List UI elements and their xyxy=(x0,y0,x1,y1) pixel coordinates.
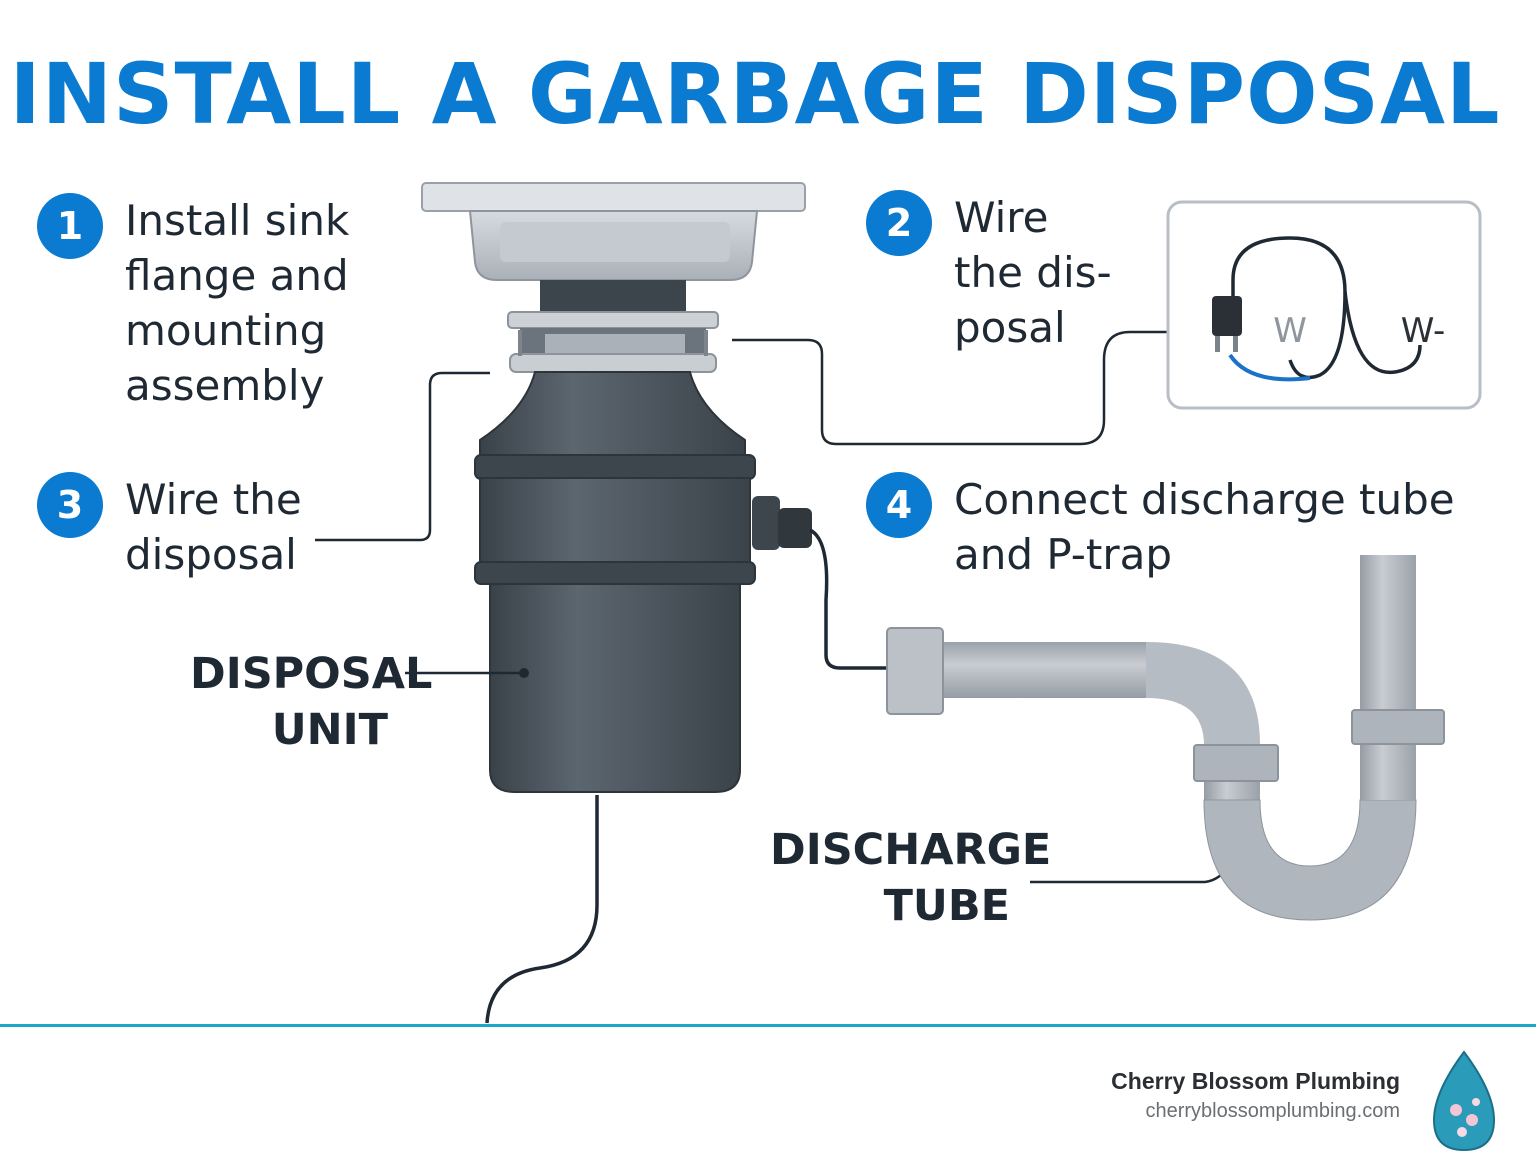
step-3: 3 Wire the disposal xyxy=(37,472,302,582)
p-trap xyxy=(886,555,1445,921)
step-4-text: Connect discharge tube and P-trap xyxy=(954,475,1455,579)
step3-leader xyxy=(315,371,490,542)
disposal-unit-label: DISPOSAL UNIT xyxy=(190,649,433,755)
step-2-text: Wire the dis- posal xyxy=(954,193,1112,352)
step-1: 1 Install sink flange and mounting assem… xyxy=(37,193,349,413)
footer-divider xyxy=(0,1024,1536,1027)
svg-text:W: W xyxy=(1273,311,1307,351)
company-url: cherryblossomplumbing.com xyxy=(1145,1100,1400,1122)
step-3-text: Wire the disposal xyxy=(125,475,302,579)
wiring-inset: W W- xyxy=(1166,200,1482,410)
step-1-text: Install sink flange and mounting assembl… xyxy=(125,196,350,410)
step-1-number: 1 xyxy=(37,193,103,259)
step2-leader xyxy=(732,330,1170,446)
plug-icon xyxy=(1212,296,1242,336)
step-4: 4 Connect discharge tube and P-trap xyxy=(866,472,1455,582)
step-4-number: 4 xyxy=(866,472,932,538)
sink-flange xyxy=(421,182,806,281)
svg-text:W-: W- xyxy=(1401,311,1446,351)
step-2-number: 2 xyxy=(866,190,932,256)
mounting-assembly xyxy=(507,280,719,373)
discharge-tube-label: DISCHARGE TUBE xyxy=(770,825,1052,931)
step-3-number: 3 xyxy=(37,472,103,538)
step-2: 2 Wire the dis- posal xyxy=(866,190,1112,355)
water-drop-logo xyxy=(1432,1050,1496,1152)
company-info: Cherry Blossom Plumbing cherryblossomplu… xyxy=(1111,1066,1400,1126)
disposal-unit xyxy=(474,371,812,793)
company-name: Cherry Blossom Plumbing xyxy=(1111,1068,1400,1094)
page-title: INSTALL A GARBAGE DISPOSAL xyxy=(9,45,1501,143)
